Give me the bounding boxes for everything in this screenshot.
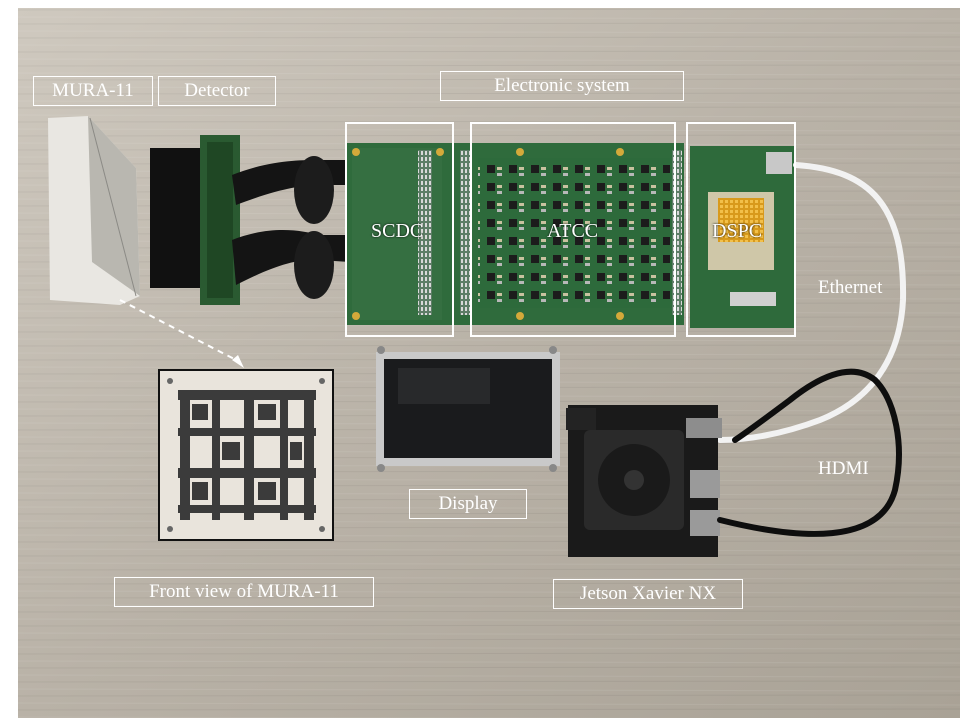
dspc-highlight-box xyxy=(686,122,796,337)
scdc-label: SCDC xyxy=(371,220,424,242)
hdmi-label: HDMI xyxy=(818,458,869,479)
front-view-label: Front view of MURA-11 xyxy=(114,577,374,607)
atcc-highlight-box xyxy=(470,122,676,337)
ethernet-label: Ethernet xyxy=(818,277,883,298)
dspc-label: DSPC xyxy=(712,220,763,242)
mura-label: MURA-11 xyxy=(33,76,153,106)
scdc-highlight-box xyxy=(345,122,454,337)
jetson-label: Jetson Xavier NX xyxy=(553,579,743,609)
atcc-label: ATCC xyxy=(547,220,599,242)
display-label: Display xyxy=(409,489,527,519)
electronic-system-label: Electronic system xyxy=(440,71,684,101)
detector-label: Detector xyxy=(158,76,276,106)
